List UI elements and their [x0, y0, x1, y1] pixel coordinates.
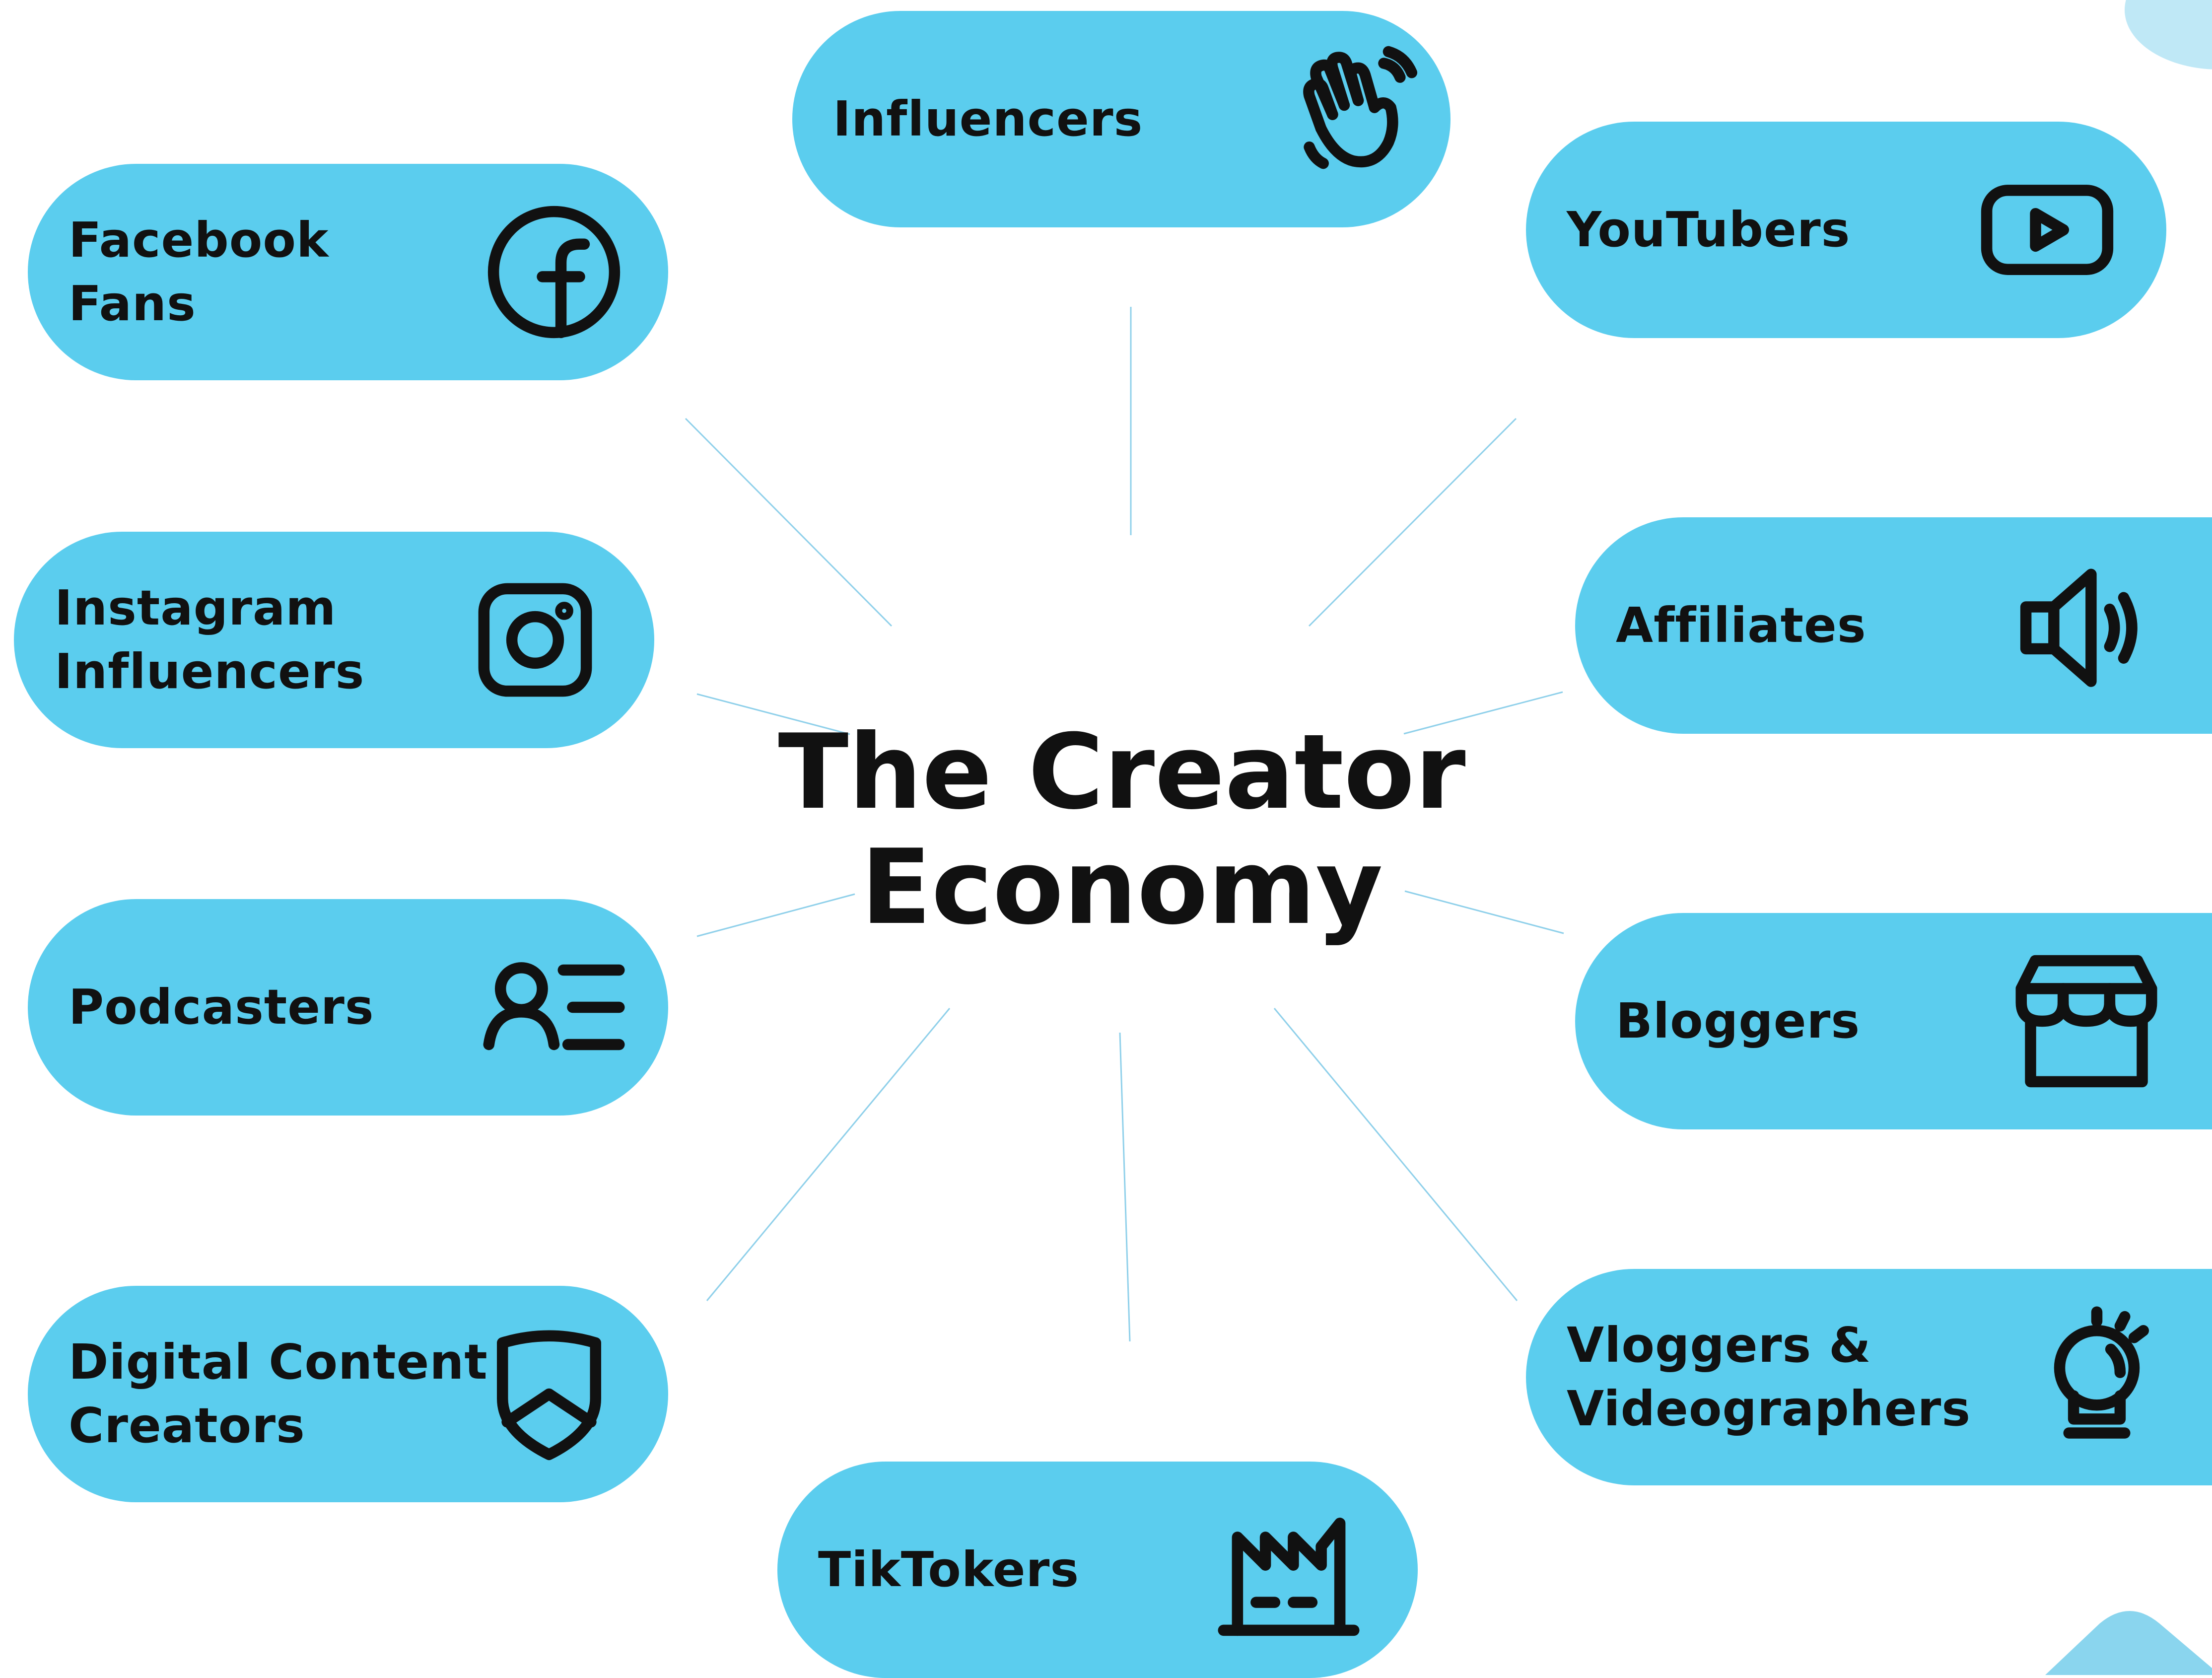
node-label-line-2: Influencers: [55, 643, 365, 699]
connector-vloggers: [1273, 1008, 1518, 1301]
node-youtubers: YouTubers: [1526, 122, 2166, 338]
lightbulb-icon: [2022, 1303, 2171, 1452]
connector-affiliates: [1403, 691, 1563, 735]
storefront-icon: [2012, 947, 2161, 1096]
factory-icon: [1214, 1495, 1363, 1644]
node-vloggers-videographers: Vloggers & Videographers: [1526, 1269, 2212, 1485]
node-label-line-1: Facebook: [69, 212, 329, 268]
node-label-line-2: Fans: [69, 276, 196, 332]
node-label: Digital Content Creators: [69, 1330, 488, 1458]
instagram-icon: [461, 565, 610, 714]
waving-hand-icon: [1284, 45, 1433, 194]
speaker-icon: [2012, 551, 2161, 700]
node-label-line-1: Vloggers &: [1567, 1317, 1871, 1373]
node-label: Facebook Fans: [69, 209, 329, 336]
node-label: YouTubers: [1567, 202, 1851, 258]
shield-icon: [475, 1320, 623, 1468]
node-affiliates: Affiliates: [1575, 517, 2212, 734]
user-list-icon: [480, 933, 628, 1082]
connector-tiktokers: [1119, 1032, 1131, 1342]
node-digital-content-creators: Digital Content Creators: [28, 1286, 668, 1502]
node-label-line-1: Instagram: [55, 580, 337, 636]
node-label: Affiliates: [1616, 597, 1866, 653]
node-label-line-1: Digital Content: [69, 1334, 488, 1390]
node-label: Vloggers & Videographers: [1567, 1314, 1971, 1441]
title-line-1: The Creator: [778, 712, 1466, 833]
node-podcasters: Podcasters: [28, 899, 668, 1116]
connector-youtubers: [1308, 418, 1517, 627]
node-label: Influencers: [833, 91, 1143, 147]
node-label-line-2: Creators: [69, 1398, 305, 1454]
node-tiktokers: TikTokers: [777, 1462, 1418, 1678]
play-button-icon: [1973, 155, 2122, 304]
node-label: Bloggers: [1616, 993, 1861, 1049]
bottom-right-blob: [2045, 1611, 2212, 1675]
node-instagram-influencers: Instagram Influencers: [14, 532, 654, 748]
page-title: The Creator Economy: [764, 715, 1479, 945]
node-influencers: Influencers: [792, 11, 1451, 227]
connector-bloggers: [1404, 890, 1564, 934]
node-facebook-fans: Facebook Fans: [28, 164, 668, 380]
connector-facebook: [685, 418, 893, 627]
facebook-icon: [480, 198, 628, 347]
title-line-2: Economy: [861, 828, 1383, 948]
node-label: Instagram Influencers: [55, 576, 364, 703]
top-right-blob: [2125, 0, 2212, 70]
node-label: Podcasters: [69, 979, 374, 1035]
node-bloggers: Bloggers: [1575, 913, 2212, 1129]
connector-instagram: [696, 693, 850, 735]
node-label-line-2: Videographers: [1567, 1381, 1971, 1437]
connector-podcasters: [696, 893, 855, 937]
connector-digital: [706, 1008, 951, 1301]
node-label: TikTokers: [818, 1541, 1080, 1598]
